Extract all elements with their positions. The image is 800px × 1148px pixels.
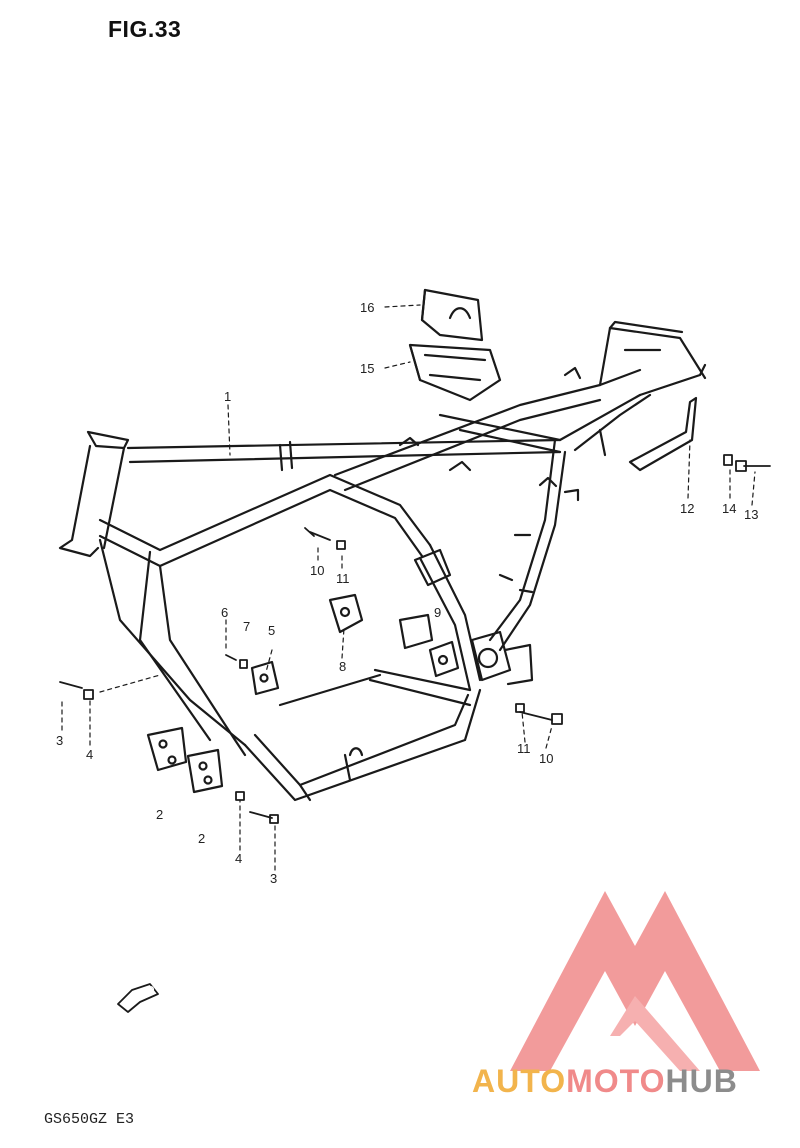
callout-4-left: 4 (86, 747, 94, 762)
callout-13: 13 (744, 507, 759, 522)
callout-3-left: 3 (56, 733, 64, 748)
rear-brace (628, 396, 698, 472)
callout-1: 1 (224, 389, 232, 404)
fwd-arrow-label: FWD (133, 983, 156, 1000)
bolts-and-nuts (59, 454, 771, 824)
main-frame-tubes (98, 368, 642, 757)
steering-head (58, 430, 130, 558)
automotohub-logo-icon (510, 891, 760, 1071)
battery-holder (408, 343, 502, 402)
callout-7: 7 (243, 619, 251, 634)
watermark-text: AUTOMOTOHUB (472, 1063, 738, 1100)
callout-14: 14 (722, 501, 737, 516)
engine-mount-plates (250, 548, 534, 696)
fwd-arrow-shape (117, 983, 159, 1013)
callout-12: 12 (680, 501, 695, 516)
callout-2-left: 2 (156, 807, 164, 822)
callout-10-upper: 10 (310, 563, 325, 578)
callout-11-upper: 11 (336, 571, 350, 586)
rear-subframe (573, 320, 707, 457)
watermark-text-hub: HUB (665, 1063, 738, 1099)
frame-brackets (278, 366, 582, 594)
callout-9: 9 (434, 605, 442, 620)
callout-6: 6 (221, 605, 229, 620)
watermark-text-auto: AUTO (472, 1063, 567, 1099)
model-code: GS650GZ E3 (44, 1111, 135, 1128)
callout-10-lower: 10 (539, 751, 554, 766)
watermark-text-moto: MOTO (566, 1063, 666, 1099)
callout-11-lower: 11 (517, 741, 531, 756)
figure-title: FIG.33 (108, 16, 182, 42)
lower-cradle (243, 668, 482, 802)
callout-5: 5 (268, 623, 276, 638)
leader-lines (61, 304, 756, 871)
callout-8: 8 (339, 659, 347, 674)
callout-16: 16 (360, 300, 375, 315)
callout-2-right: 2 (198, 831, 206, 846)
callout-3-bottom: 3 (270, 871, 278, 886)
battery-cover (420, 288, 484, 342)
callout-4-bottom: 4 (235, 851, 243, 866)
callout-15: 15 (360, 361, 375, 376)
front-mount-plates (146, 726, 224, 794)
